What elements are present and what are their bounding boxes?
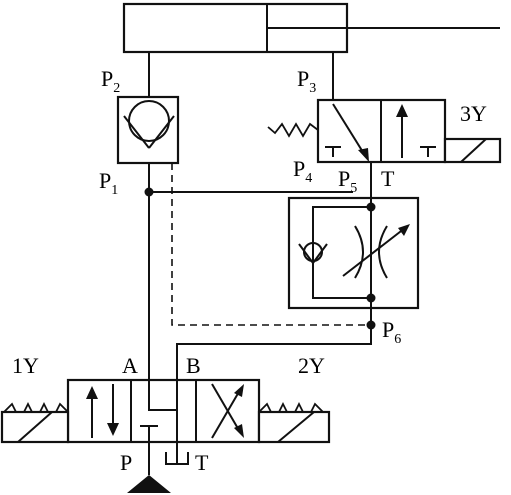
label-p4: P4 xyxy=(293,156,312,186)
pump-source-icon xyxy=(127,475,171,493)
flow-control-valve xyxy=(287,162,420,325)
label-3y: 3Y xyxy=(460,101,487,126)
label-p5: P5 xyxy=(338,166,357,196)
label-p-bottom: P xyxy=(120,450,132,475)
label-t-top: T xyxy=(381,166,395,191)
check-valve xyxy=(116,52,180,165)
hydraulic-cylinder xyxy=(122,2,500,54)
label-t-bottom: T xyxy=(195,450,209,475)
label-b: B xyxy=(186,353,201,378)
label-1y: 1Y xyxy=(12,353,39,378)
label-p3: P3 xyxy=(297,66,316,96)
line-b-to-p6 xyxy=(176,325,372,380)
label-2y: 2Y xyxy=(298,353,325,378)
label-p2: P2 xyxy=(101,66,120,96)
two-position-valve-3y xyxy=(267,52,502,164)
label-p1: P1 xyxy=(99,168,118,198)
pilot-line-dashed xyxy=(171,163,371,326)
label-a: A xyxy=(122,353,138,378)
label-p6: P6 xyxy=(382,317,401,347)
three-position-directional-valve xyxy=(0,378,331,475)
